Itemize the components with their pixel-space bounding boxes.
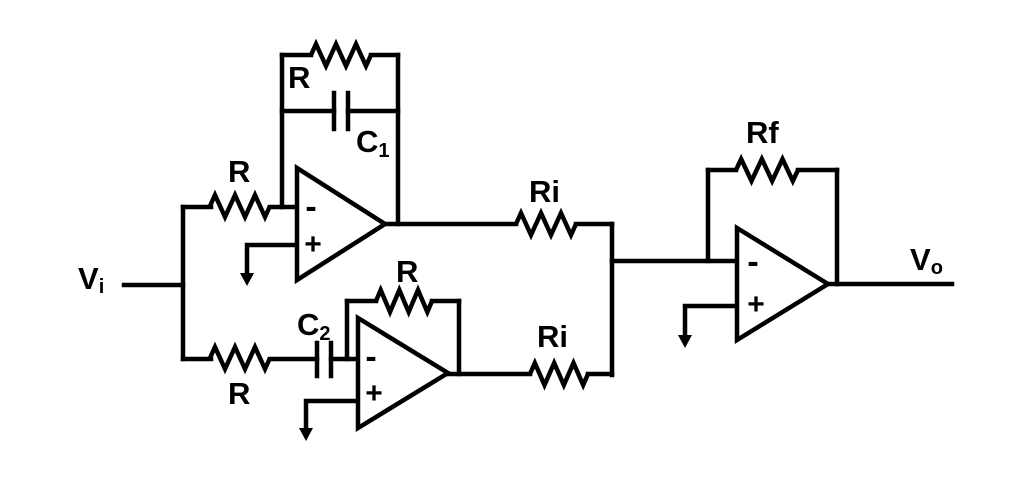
capacitor-c1-label: C1 — [356, 124, 390, 162]
ground-arrow-1-icon — [240, 273, 254, 286]
component-labels: Vi R R C1 R C2 R Ri Ri Rf Vo — [78, 60, 943, 411]
resistor-r-top-feedback — [308, 38, 374, 72]
resistor-ri-bottom — [527, 357, 591, 391]
capacitor-c2-label: C2 — [297, 307, 331, 345]
opamp-3-inverting-mark: - — [747, 243, 758, 281]
resistor-r-top-input — [207, 189, 273, 223]
resistor-r-bottom-input-label: R — [228, 376, 250, 411]
wire-gnd2 — [303, 398, 361, 432]
opamp-1-inverting-mark: - — [305, 188, 316, 226]
opamp-2 — [355, 313, 453, 433]
wire-gnd3 — [682, 303, 740, 339]
resistor-ri-bottom-label: Ri — [537, 319, 568, 354]
resistor-r-bottom-feedback — [373, 284, 435, 318]
opamp-3 — [734, 223, 833, 345]
resistor-rf — [733, 153, 801, 187]
opamp-1 — [294, 163, 390, 285]
ground-arrow-3-icon — [678, 335, 692, 348]
opamp-2-inverting-mark: - — [365, 338, 376, 376]
opamp-bodies — [294, 163, 833, 433]
opamp-pins: - + - + - + — [304, 188, 765, 410]
ground-arrow-2-icon — [299, 428, 313, 441]
resistor-rf-label: Rf — [746, 115, 779, 150]
opamp-2-noninverting-mark: + — [365, 377, 383, 410]
resistor-r-top-input-label: R — [228, 154, 250, 189]
resistor-r-bottom-feedback-label: R — [396, 254, 418, 289]
opamp-3-noninverting-mark: + — [747, 288, 765, 321]
resistors — [207, 38, 801, 391]
resistor-ri-top — [513, 207, 579, 241]
opamp-1-noninverting-mark: + — [304, 228, 322, 261]
resistor-ri-top-label: Ri — [529, 174, 560, 209]
output-voltage-label: Vo — [910, 242, 943, 279]
wire-gnd1 — [244, 242, 300, 277]
wires — [121, 52, 955, 441]
resistor-r-bottom-input — [207, 341, 273, 375]
resistor-r-top-feedback-label: R — [288, 60, 310, 95]
input-voltage-label: Vi — [78, 261, 104, 298]
